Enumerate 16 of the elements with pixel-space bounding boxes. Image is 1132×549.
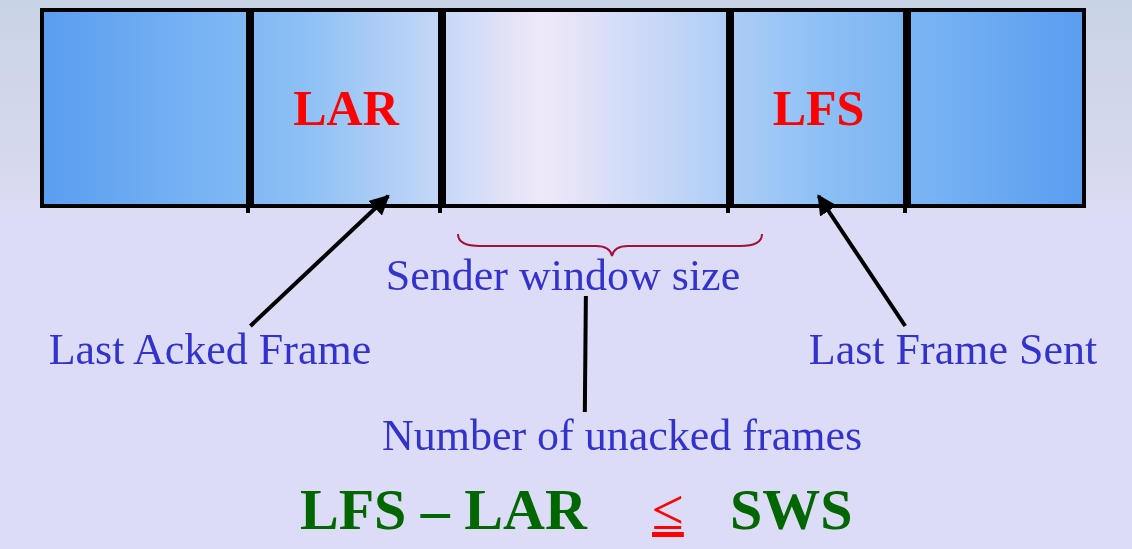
frame-buffer-bar — [40, 8, 1086, 208]
arrow — [816, 194, 907, 328]
pointer-label: Last Acked Frame — [8, 326, 412, 378]
pointer-label: Last Frame Sent — [776, 326, 1130, 378]
connector-line — [582, 295, 588, 413]
formula-term: SWS — [730, 476, 853, 543]
frame-cell — [730, 12, 907, 204]
frame-pointer-label: LFS — [772, 79, 865, 137]
relation-symbol: ≤ — [652, 476, 684, 543]
arrow — [249, 194, 390, 328]
frame-cell — [442, 12, 730, 204]
formula-term: LFS – LAR — [300, 476, 587, 543]
count-label: Number of unacked frames — [327, 412, 917, 464]
frame-cell — [250, 12, 442, 204]
frame-pointer-label: LAR — [293, 79, 399, 137]
window-size-label: Sender window size — [343, 252, 783, 304]
